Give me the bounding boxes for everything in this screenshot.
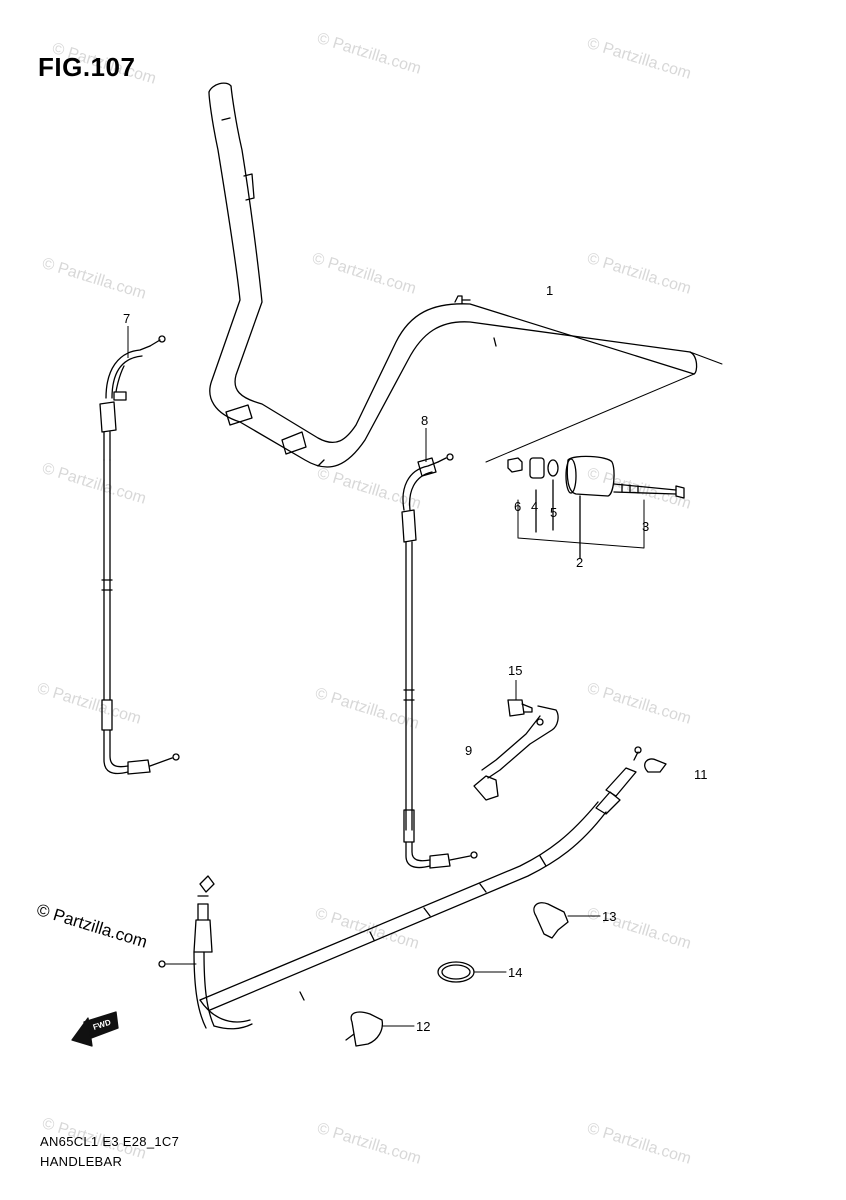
bar-end-weight-group [507,455,685,559]
part-2-weight [566,455,615,497]
part-3-screw [613,483,677,495]
fwd-arrow-icon [71,1011,119,1047]
callout-2: 2 [576,555,584,570]
clamp-part-13 [533,902,601,939]
throttle-cable-part-8 [401,453,478,869]
band-clamp-part-14 [437,961,507,983]
callout-5: 5 [550,505,558,520]
figure-title: FIG.107 [38,52,136,82]
callout-7: 7 [123,311,131,326]
callout-13: 13 [602,909,617,924]
clutch-bracket-part-9 [473,705,559,801]
callout-15: 15 [508,663,523,678]
part-6-nut [507,457,523,473]
callout-9: 9 [465,743,473,758]
callout-1: 1 [546,283,554,298]
callout-11: 11 [694,767,708,782]
callout-3: 3 [642,519,650,534]
part-5-washer [547,459,559,477]
handlebar-part-1 [208,82,723,468]
holder-part-12 [345,1011,415,1047]
part-4-collar [529,457,545,479]
clutch-cable [158,746,642,1030]
throttle-cable-part-7 [99,335,180,775]
model-code: AN65CL1 E3 E28_1C7 [40,1134,180,1149]
callout-4: 4 [531,499,539,514]
diagram-caption: HANDLEBAR [40,1154,123,1169]
callout-6: 6 [514,499,522,514]
clip-part-11 [644,758,667,773]
screw-part-15 [507,699,533,717]
callout-12: 12 [416,1019,431,1034]
callout-8: 8 [421,413,429,428]
callout-14: 14 [508,965,523,980]
